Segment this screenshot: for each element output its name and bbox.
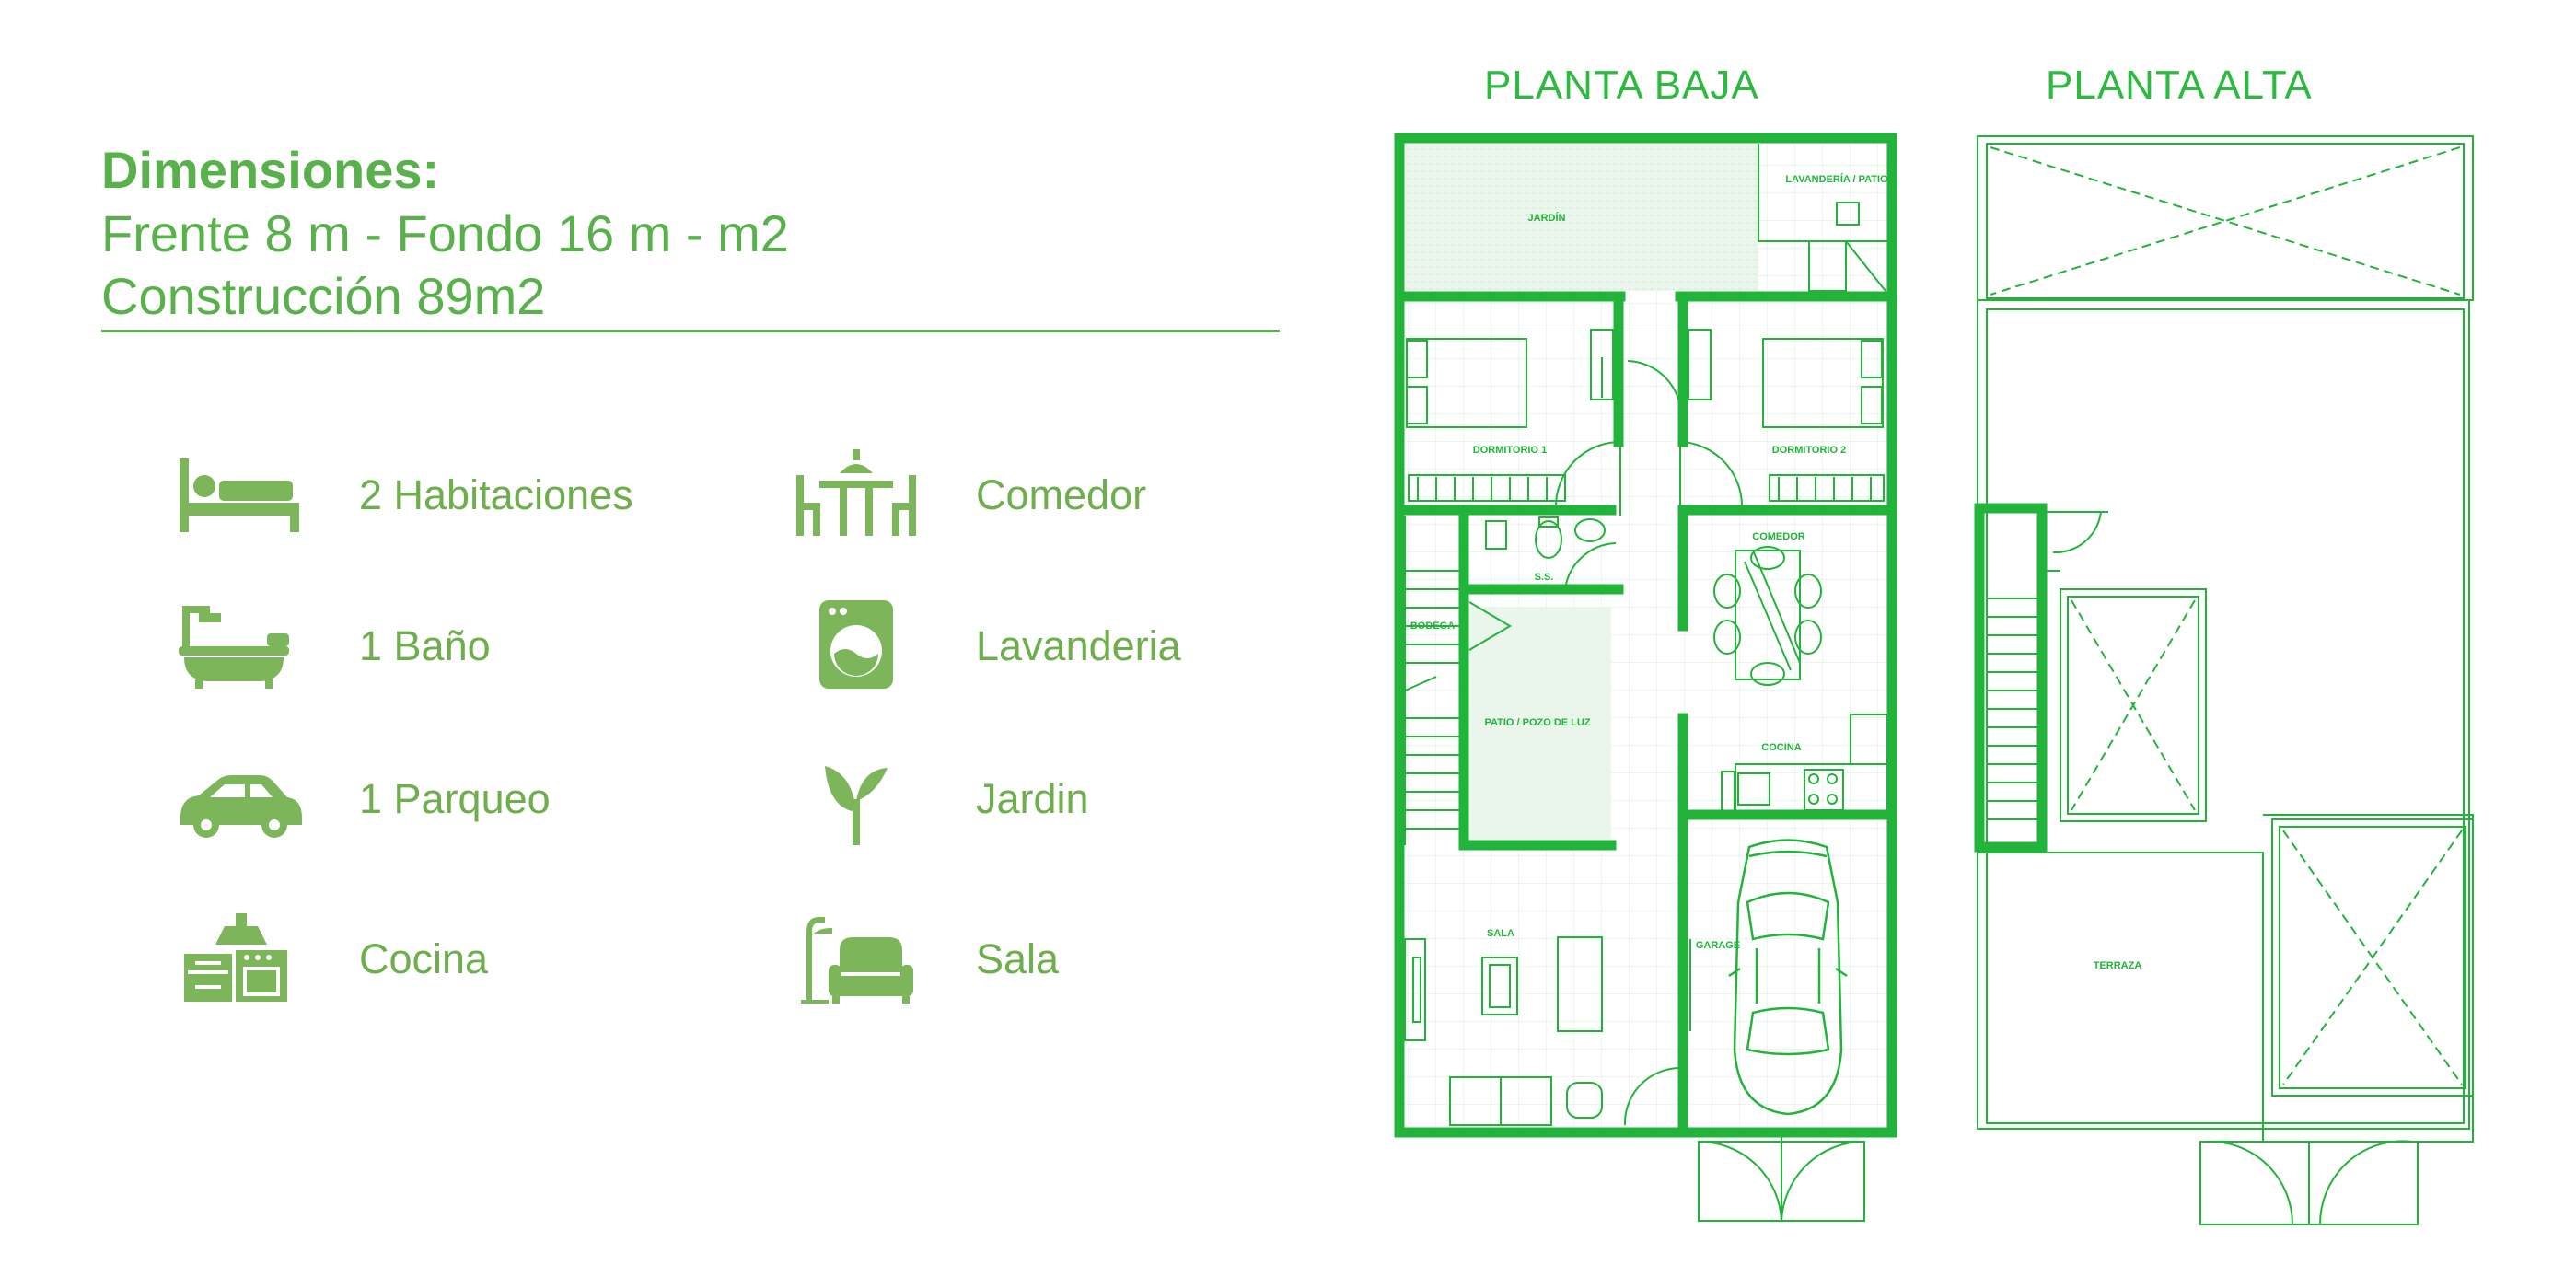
room-label-sala: SALA [1487, 928, 1514, 939]
feature-laundry: Lavanderia [792, 600, 1181, 692]
patio-area [1464, 608, 1611, 845]
ground-thin-lines [1404, 144, 1888, 1222]
kitchen-icon [184, 913, 287, 1002]
feature-label: Jardin [976, 775, 1089, 822]
feature-label: 2 Habitaciones [359, 471, 633, 518]
feature-label: Comedor [976, 471, 1147, 518]
upper-walls [1974, 503, 2048, 853]
room-label-lavanderia: LAVANDERÍA / PATIO [1785, 173, 1888, 185]
upper-thin-lines [1977, 135, 2474, 1225]
dining-table-icon [796, 449, 916, 536]
bed-icon [180, 458, 299, 532]
feature-garden: Jardin [792, 753, 1089, 845]
room-label-bodega: BODEGA [1410, 621, 1455, 632]
car-icon [180, 775, 302, 838]
feature-kitchen: Cocina [175, 913, 488, 1005]
feature-label: 1 Baño [359, 622, 491, 669]
sofa-icon [801, 917, 913, 1004]
feature-label: 1 Parqueo [359, 775, 551, 822]
room-label-dorm1: DORMITORIO 1 [1473, 445, 1547, 456]
dimensions-frente-fondo: Frente 8 m - Fondo 16 m - m2 [101, 204, 789, 262]
ground-floor-plan: JARDÍN LAVANDERÍA / PATIO DORMITORIO 1 D… [1394, 133, 1897, 1222]
feature-dining: Comedor [792, 449, 1146, 541]
room-label-terraza: TERRAZA [2094, 960, 2142, 971]
feature-living-room: Sala [792, 913, 1059, 1005]
room-label-dorm2: DORMITORIO 2 [1772, 445, 1846, 456]
car-drawing [1728, 839, 1848, 1116]
feature-label: Lavanderia [976, 622, 1181, 669]
dimensions-block: Dimensiones: Frente 8 m - Fondo 16 m - m… [101, 138, 1280, 328]
dimensions-construccion: Construcción 89m2 [101, 267, 546, 325]
feature-bathroom: 1 Baño [175, 600, 491, 692]
room-label-comedor: COMEDOR [1752, 531, 1805, 542]
room-label-patio: PATIO / POZO DE LUZ [1484, 717, 1590, 728]
feature-parking: 1 Parqueo [175, 753, 551, 845]
room-label-jardin: JARDÍN [1528, 212, 1566, 224]
divider-line [101, 330, 1280, 332]
dimensions-title: Dimensiones: [101, 141, 440, 199]
feature-label: Sala [976, 935, 1060, 982]
room-label-cocina: COCINA [1761, 742, 1801, 753]
bathtub-icon [179, 606, 289, 689]
feature-bedrooms: 2 Habitaciones [175, 449, 633, 541]
room-label-garage: GARAGE [1696, 940, 1740, 951]
upper-floor-title: PLANTA ALTA [2046, 63, 2313, 108]
feature-label: Cocina [359, 935, 489, 982]
ground-floor-title: PLANTA BAJA [1484, 63, 1759, 108]
upper-floor-plan: TERRAZA [1974, 135, 2474, 1225]
garden-texture [1405, 144, 1758, 291]
plant-icon [825, 766, 888, 845]
room-label-ss: S.S. [1535, 572, 1554, 583]
washing-machine-icon [819, 600, 893, 689]
